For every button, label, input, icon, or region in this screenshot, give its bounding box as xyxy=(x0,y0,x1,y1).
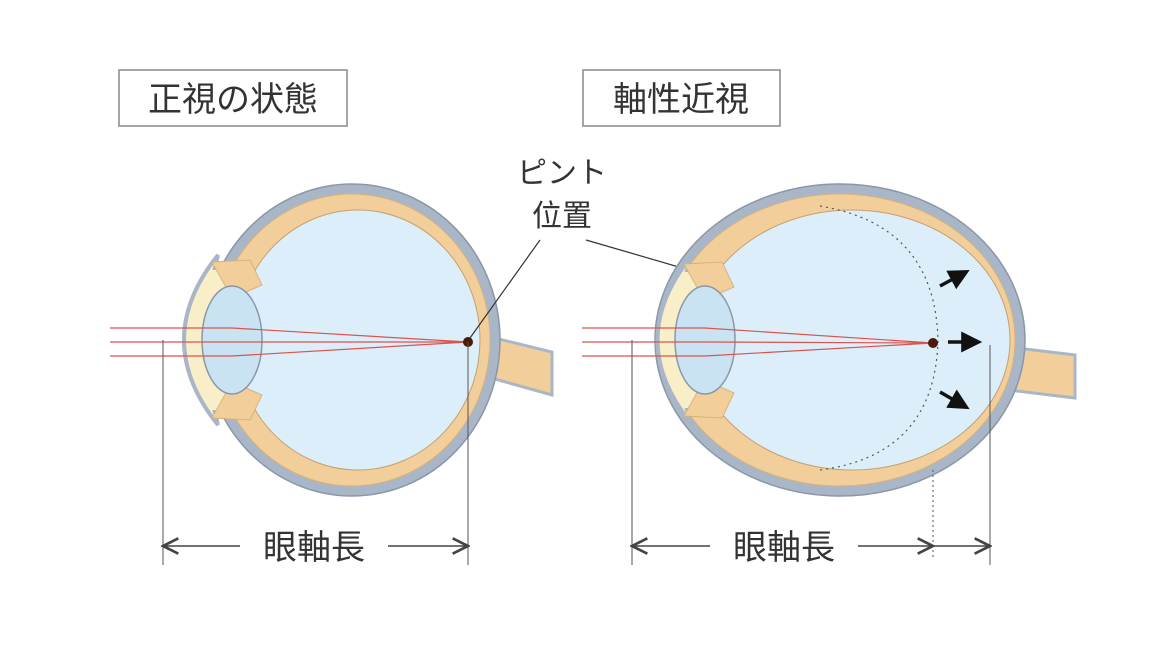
right-panel: 軸性近視 xyxy=(582,69,1077,568)
left-axis-label: 眼軸長 xyxy=(263,528,365,568)
left-title: 正視の状態 xyxy=(148,80,318,120)
elongation-arrow-top xyxy=(939,270,970,290)
left-title-box xyxy=(118,69,348,127)
focus-callout-line2: 位置 xyxy=(532,199,592,234)
focus-callout-line1: ピント xyxy=(517,156,607,191)
right-light-rays xyxy=(582,327,934,357)
left-panel: 正視の状態 眼軸長 xyxy=(110,69,554,568)
focus-callout: ピント 位置 xyxy=(469,156,931,341)
right-title-box xyxy=(582,69,781,127)
right-focus-point xyxy=(928,338,938,348)
right-lens xyxy=(674,285,736,395)
left-light-rays xyxy=(110,327,469,357)
elongation-arrow-bottom xyxy=(939,389,970,410)
left-ciliary-upper xyxy=(211,259,263,299)
right-vitreous xyxy=(693,209,1011,471)
right-title: 軸性近視 xyxy=(613,80,749,120)
left-ciliary-lower xyxy=(211,381,263,421)
right-axis-label: 眼軸長 xyxy=(733,528,835,568)
left-lens xyxy=(201,285,263,395)
callout-leader-left xyxy=(469,239,541,339)
